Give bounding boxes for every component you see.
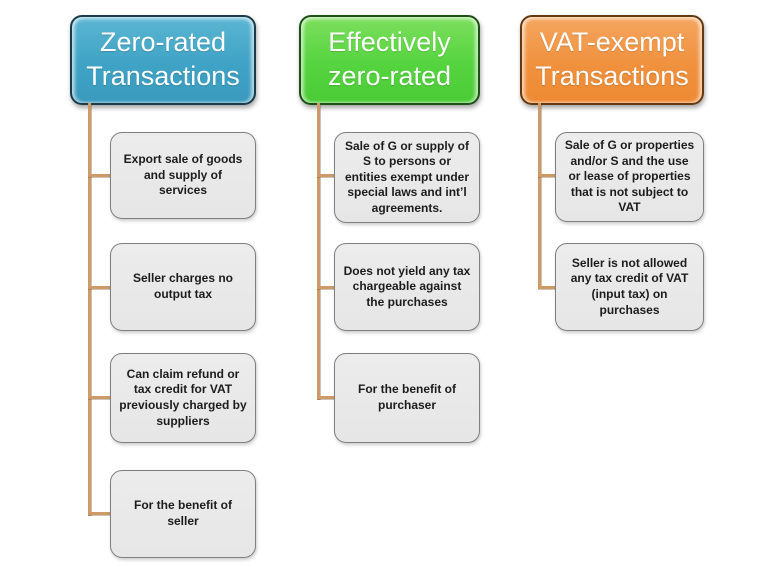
child-box-benefit-of-seller: For the benefit of seller [110, 470, 256, 558]
connector-vertical-zero-rated [88, 103, 91, 516]
header-effectively-zero-rated: Effectively zero-rated [299, 15, 480, 105]
child-box-label: Export sale of goods and supply of servi… [123, 152, 243, 198]
child-box-label: Can claim refund or tax credit for VAT p… [119, 366, 247, 428]
child-box-label: For the benefit of seller [134, 498, 232, 528]
child-box-no-tax-chargeable: Does not yield any tax chargeable agains… [334, 243, 480, 331]
header-zero-rated-transactions: Zero-rated Transactions [70, 15, 256, 105]
child-box-sale-exempt-special-laws: Sale of G or supply of S to persons or e… [334, 132, 480, 223]
connector-stub [88, 286, 110, 289]
header-zero-rated-label: Zero-rated Transactions [86, 27, 240, 91]
child-box-no-input-tax-credit: Seller is not allowed any tax credit of … [555, 243, 704, 331]
child-box-not-subject-to-vat: Sale of G or properties and/or S and the… [555, 132, 704, 222]
connector-stub [88, 512, 110, 515]
connector-stub [538, 174, 555, 177]
connector-stub [88, 396, 110, 399]
connector-stub [317, 286, 334, 289]
connector-stub [88, 174, 110, 177]
connector-stub [538, 286, 555, 289]
child-box-label: Sale of G or properties and/or S and the… [564, 138, 695, 215]
header-vat-exempt-transactions: VAT-exempt Transactions [520, 15, 704, 105]
header-effectively-zero-rated-label: Effectively zero-rated [327, 27, 452, 91]
child-box-no-output-tax: Seller charges no output tax [110, 243, 256, 331]
connector-vertical-vat-exempt [538, 103, 541, 289]
connector-stub [317, 396, 334, 399]
child-box-label: Seller is not allowed any tax credit of … [570, 255, 689, 317]
connector-stub [317, 174, 334, 177]
child-box-label: For the benefit of purchaser [358, 382, 456, 412]
header-vat-exempt-label: VAT-exempt Transactions [535, 27, 689, 91]
child-box-benefit-of-purchaser: For the benefit of purchaser [334, 353, 480, 443]
child-box-export-sale: Export sale of goods and supply of servi… [110, 132, 256, 219]
child-box-claim-refund: Can claim refund or tax credit for VAT p… [110, 353, 256, 443]
child-box-label: Sale of G or supply of S to persons or e… [344, 138, 470, 215]
child-box-label: Does not yield any tax chargeable agains… [343, 263, 471, 309]
child-box-label: Seller charges no output tax [132, 271, 234, 301]
connector-vertical-effectively-zero-rated [317, 103, 320, 400]
